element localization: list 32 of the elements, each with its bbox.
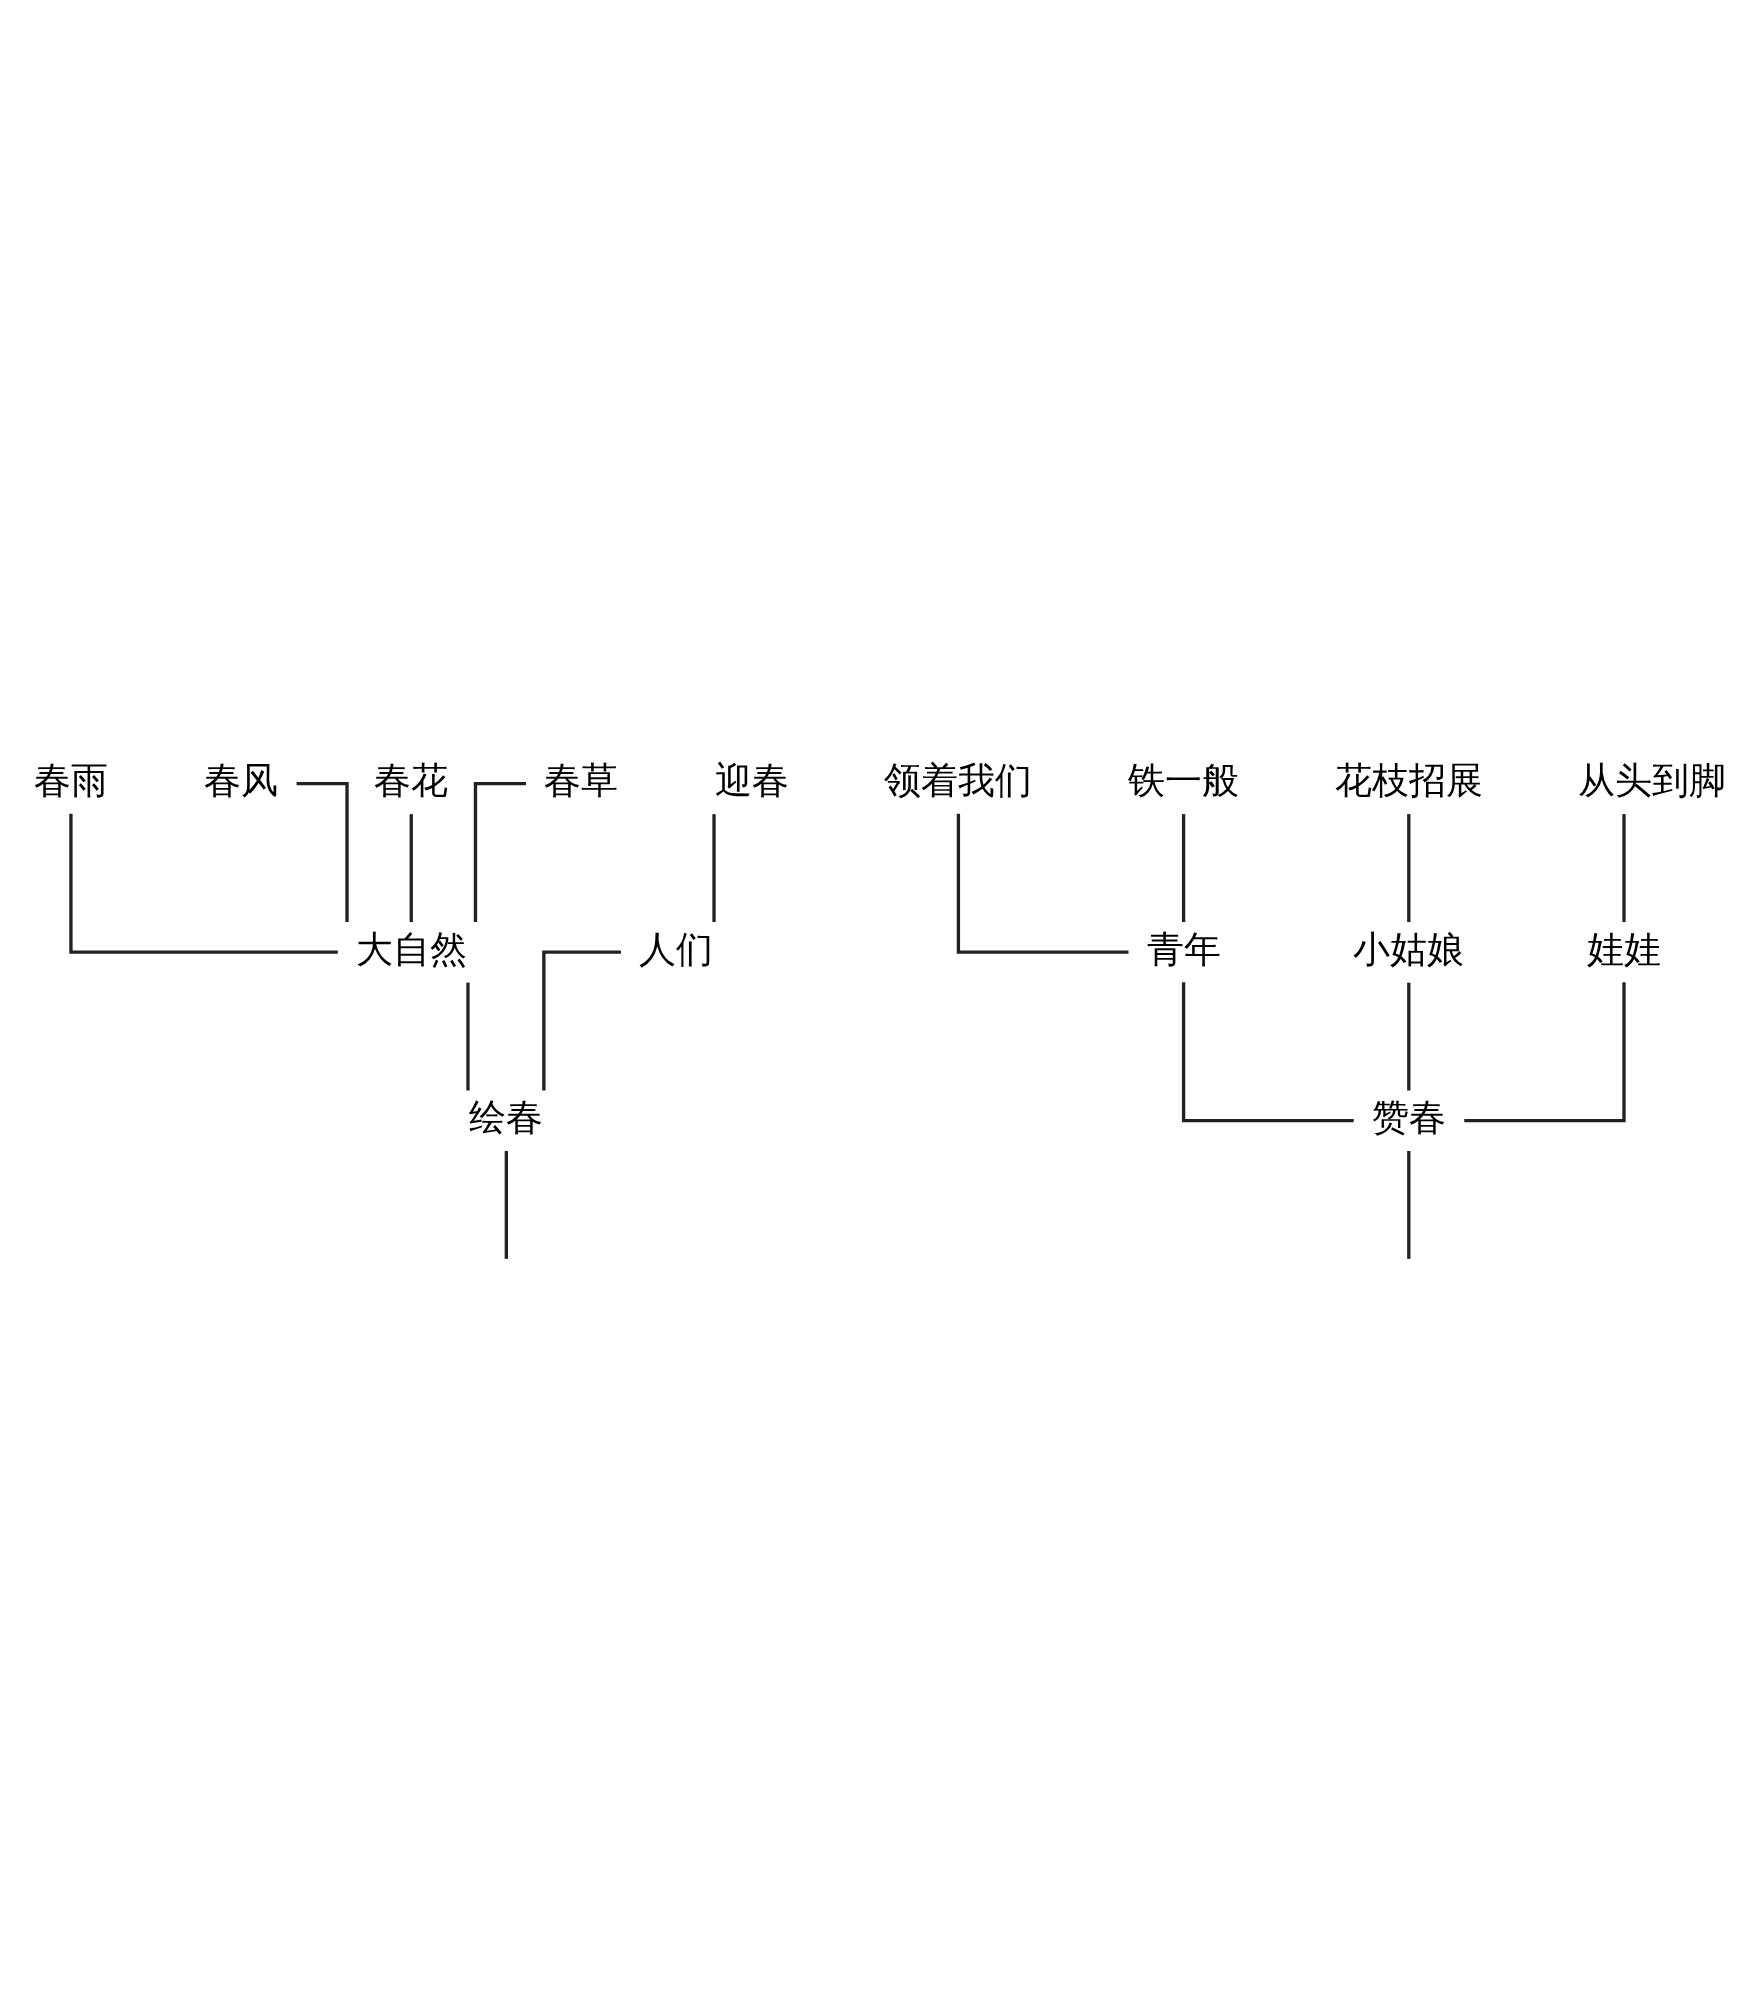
connector — [1407, 982, 1411, 1091]
node-text: 领着我们 — [884, 759, 1033, 803]
connector — [296, 782, 349, 923]
connector — [69, 813, 338, 954]
node-text: 娃娃 — [1587, 927, 1661, 971]
connector — [504, 1151, 508, 1259]
connector — [542, 950, 621, 1091]
node-text: 铁一般 — [1128, 759, 1240, 803]
connector — [409, 814, 413, 923]
connector — [473, 782, 526, 923]
node-text: 人们 — [639, 927, 714, 971]
connector — [1407, 814, 1411, 923]
node-text: 小姑娘 — [1353, 927, 1465, 971]
connector — [1464, 982, 1626, 1123]
node-text: 春风 — [204, 759, 279, 803]
connector — [1622, 814, 1626, 923]
connector — [1181, 982, 1354, 1123]
node-text: 大自然 — [355, 927, 467, 971]
node-text: 春花 — [374, 759, 449, 803]
connector — [712, 814, 716, 923]
node-text: 从头到脚 — [1578, 759, 1727, 803]
node-text: 绘春 — [469, 1096, 544, 1140]
node-text: 春雨 — [33, 759, 108, 803]
connector — [466, 982, 470, 1091]
connector — [1407, 1151, 1411, 1259]
connector — [956, 813, 1129, 954]
connector — [1181, 814, 1186, 923]
node-text: 春草 — [544, 759, 619, 803]
node-text: 迎春 — [714, 759, 789, 803]
node-text: 赞春 — [1371, 1096, 1446, 1140]
node-text: 花枝招展 — [1334, 759, 1483, 803]
node-text: 青年 — [1146, 927, 1221, 971]
